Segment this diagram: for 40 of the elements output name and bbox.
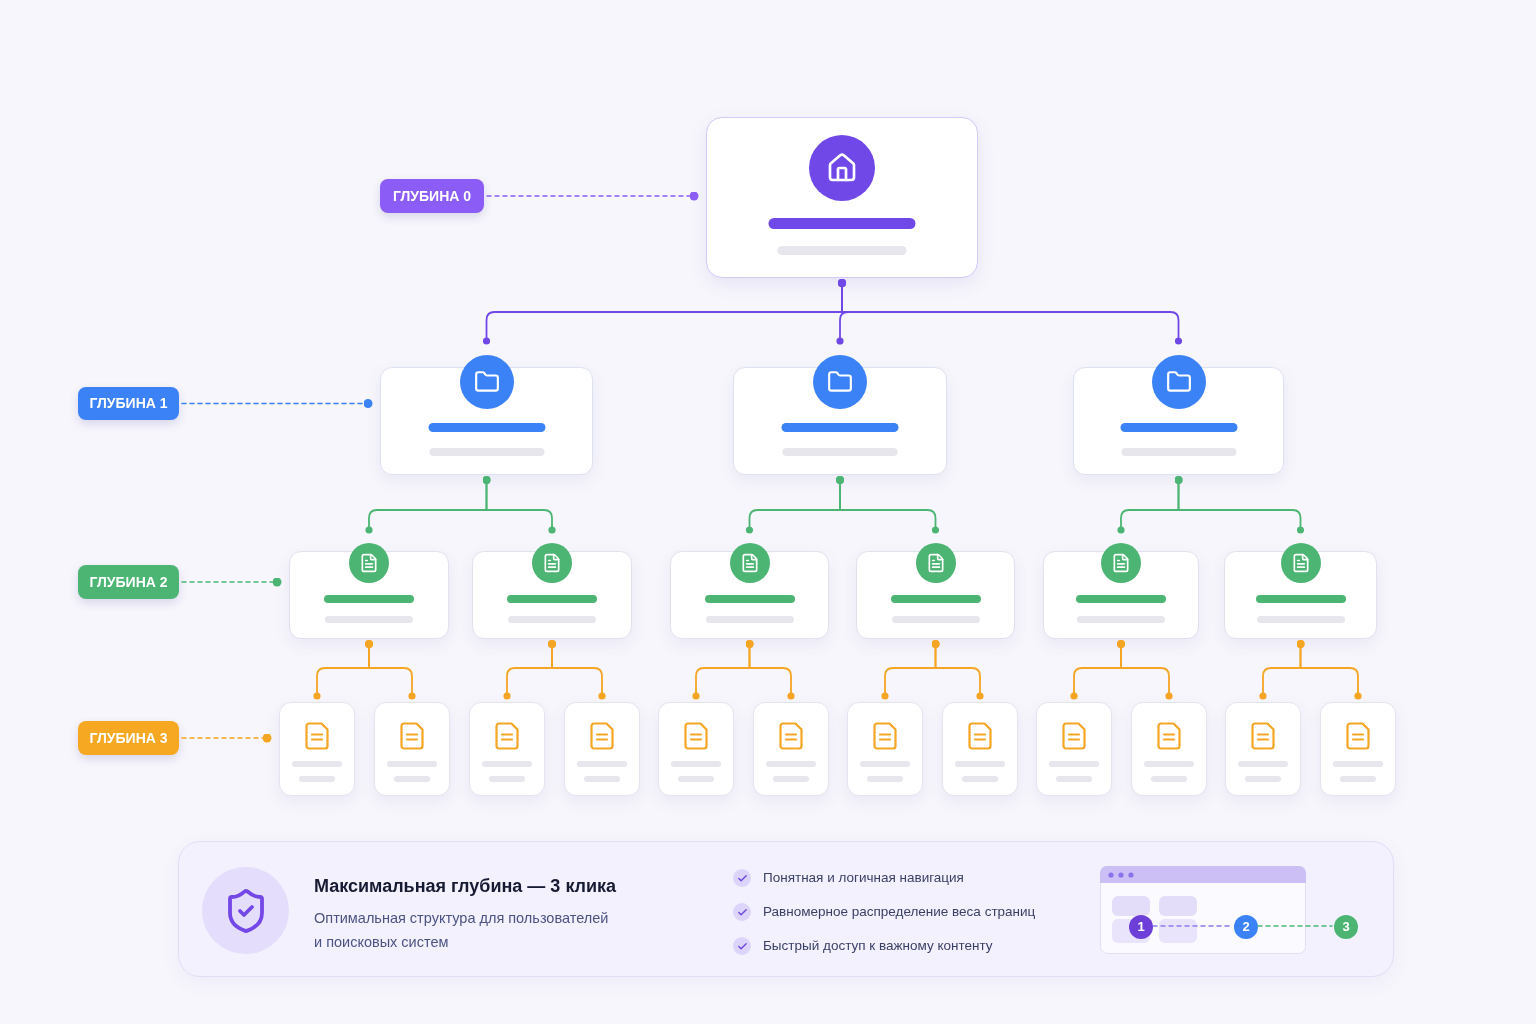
connector-line [931, 640, 984, 700]
info-panel [178, 841, 1394, 977]
depth-badge: ГЛУБИНА 1 [78, 387, 179, 420]
connector-line [1174, 476, 1305, 534]
connector-line [836, 476, 940, 534]
page-card [658, 702, 734, 796]
connector-line [1296, 640, 1362, 700]
page-card [469, 702, 545, 796]
page-card [564, 702, 640, 796]
connector-line [548, 640, 606, 700]
panel-heading: Максимальная глубина — 3 клика [314, 875, 617, 898]
page-card [1036, 702, 1112, 796]
page-card [1225, 702, 1301, 796]
dashed-connector [1257, 925, 1333, 927]
connector-line [745, 640, 795, 700]
page-card [847, 702, 923, 796]
page-card [1131, 702, 1207, 796]
connector-line [838, 279, 1183, 345]
leader-line [181, 577, 282, 587]
leader-line [486, 191, 699, 201]
page-card [279, 702, 355, 796]
panel-description: Оптимальная структура для пользователей и поисковых систем [314, 909, 610, 952]
connector-line [1117, 640, 1173, 700]
depth-badge: ГЛУБИНА 2 [78, 565, 179, 599]
connector-line [365, 640, 416, 700]
home-page-card [706, 117, 978, 278]
checklist-item: Понятная и логичная навигация [763, 869, 964, 887]
leader-line [181, 733, 272, 743]
page-card [374, 702, 450, 796]
depth-badge: ГЛУБИНА 3 [78, 721, 179, 755]
page-card [1320, 702, 1396, 796]
leader-line [181, 399, 373, 408]
checklist-item: Быстрый доступ к важному контенту [763, 937, 993, 955]
depth-badge: ГЛУБИНА 0 [380, 179, 484, 213]
connector-line [482, 476, 556, 534]
page-card [942, 702, 1018, 796]
checklist-item: Равномерное распределение веса страниц [763, 903, 1036, 921]
dashed-connector [1152, 925, 1233, 927]
step-number: 3 [1334, 915, 1358, 939]
page-card [753, 702, 829, 796]
